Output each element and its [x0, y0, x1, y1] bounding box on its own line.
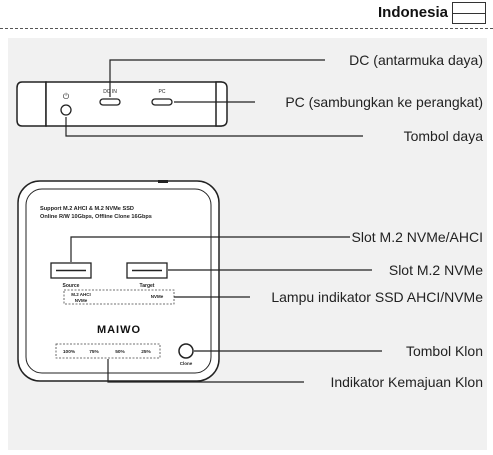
- front-callouts: [70, 236, 382, 383]
- source-sub-2: NVMe: [75, 298, 88, 303]
- callout-slot-nvme-ahci: Slot M.2 NVMe/AHCI: [351, 229, 483, 245]
- source-sub-1: M.2 AHCI: [71, 292, 91, 297]
- progress-box: [55, 343, 161, 359]
- callout-dc: DC (antarmuka daya): [349, 52, 483, 68]
- target-label: Target: [140, 283, 155, 289]
- callout-pc: PC (sambungkan ke perangkat): [285, 94, 483, 110]
- language-label: Indonesia: [377, 4, 448, 21]
- support-line-2: Online R/W 10Gbps, Offline Clone 16Gbps: [40, 214, 152, 220]
- callout-slot-nvme: Slot M.2 NVMe: [388, 262, 483, 278]
- flag-icon: [452, 2, 486, 24]
- power-button[interactable]: [60, 104, 72, 116]
- support-line-1: Support M.2 AHCI & M.2 NVMe SSD: [40, 206, 134, 212]
- front-view: Support M.2 AHCI & M.2 NVMe SSD Online R…: [17, 180, 220, 382]
- header-divider: [0, 28, 493, 29]
- side-callouts: [65, 59, 363, 137]
- callout-clone-progress: Indikator Kemajuan Klon: [330, 374, 483, 390]
- power-symbol-icon: ⏻: [63, 92, 70, 101]
- brand-logo: MAIWO: [97, 324, 141, 336]
- side-main: [45, 81, 222, 127]
- progress-100: 100%: [63, 349, 76, 355]
- callout-clone-button: Tombol Klon: [405, 343, 483, 359]
- progress-25: 25%: [141, 349, 151, 355]
- top-notch: [158, 180, 168, 183]
- pc-port[interactable]: [151, 98, 173, 106]
- source-label: Source: [63, 283, 80, 289]
- callout-power: Tombol daya: [403, 128, 483, 144]
- front-body-inner: [25, 188, 212, 374]
- clone-button[interactable]: [178, 343, 194, 359]
- dc-port[interactable]: [99, 98, 121, 106]
- side-body: [16, 81, 47, 127]
- callout-indicator-lamp: Lampu indikator SSD AHCI/NVMe: [271, 289, 483, 305]
- side-cap: [215, 81, 228, 127]
- progress-50: 50%: [115, 349, 125, 355]
- progress-75: 75%: [89, 349, 99, 355]
- side-view: ⏻ DC IN PC: [16, 81, 228, 127]
- clone-label: Clone: [180, 361, 193, 366]
- target-sub: NVMe: [151, 294, 164, 299]
- port-pc-label: PC: [159, 89, 166, 95]
